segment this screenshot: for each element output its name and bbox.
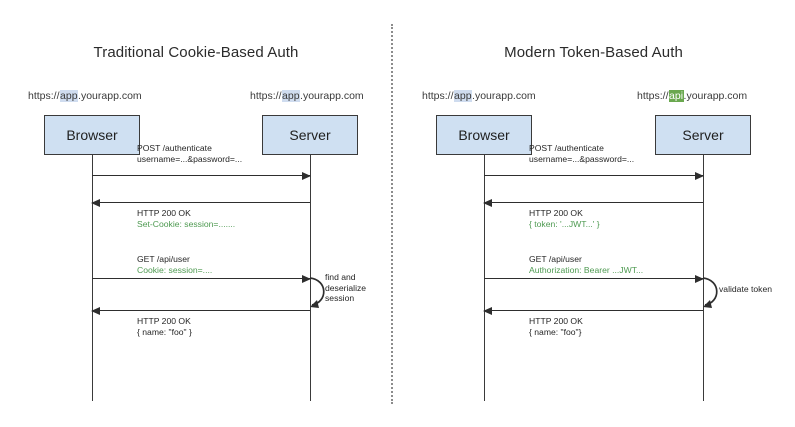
arrowhead-left-icon: [483, 198, 492, 207]
url-highlight-subdomain: app: [59, 90, 79, 102]
arrow-response-2-modern: [483, 306, 703, 315]
loop-line-3: session: [325, 293, 355, 304]
message-line-1: POST /authenticate: [137, 143, 212, 153]
arrow-request-1-modern: [484, 171, 704, 180]
message-line-1: GET /api/user: [137, 254, 190, 264]
message-label-1-modern: POST /authenticate username=...&password…: [529, 143, 634, 164]
arrowhead-left-icon: [91, 306, 100, 315]
panel-title-modern: Modern Token-Based Auth: [504, 44, 683, 61]
message-label-2-traditional: HTTP 200 OK Set-Cookie: session=.......: [137, 208, 235, 229]
actor-label: Server: [682, 127, 724, 143]
message-line-1: HTTP 200 OK: [137, 316, 191, 326]
message-line-2: { name: "foo"}: [529, 326, 582, 337]
message-label-3-traditional: GET /api/user Cookie: session=....: [137, 254, 212, 275]
actor-label: Browser: [458, 127, 510, 143]
url-suffix: .yourapp.com: [683, 90, 748, 102]
actor-box-server-modern: Server: [655, 115, 751, 155]
url-prefix: https://: [637, 90, 669, 102]
url-highlight-subdomain: app: [281, 90, 301, 102]
actor-label: Server: [289, 127, 331, 143]
url-label-server-left: https://app.yourapp.com: [250, 90, 364, 102]
message-label-4-traditional: HTTP 200 OK { name: "foo" }: [137, 316, 192, 337]
arrowhead-right-icon: [302, 171, 311, 180]
url-label-browser-right: https://app.yourapp.com: [422, 90, 536, 102]
message-line-2: Authorization: Bearer ...JWT...: [529, 264, 644, 275]
arrowhead-left-icon: [483, 306, 492, 315]
arrow-response-1-traditional: [91, 198, 310, 207]
arrow-request-2-modern: [484, 274, 704, 283]
self-loop-label-modern: validate token: [719, 284, 772, 295]
message-label-2-modern: HTTP 200 OK { token: '...JWT...' }: [529, 208, 600, 229]
actor-box-server-traditional: Server: [262, 115, 358, 155]
arrow-request-2-traditional: [92, 274, 311, 283]
panel-title-traditional: Traditional Cookie-Based Auth: [93, 44, 299, 61]
url-label-browser-left: https://app.yourapp.com: [28, 90, 142, 102]
arrow-response-1-modern: [483, 198, 703, 207]
self-loop-label-traditional: find and deserialize session: [325, 272, 366, 304]
actor-box-browser-traditional: Browser: [44, 115, 140, 155]
url-suffix: .yourapp.com: [300, 90, 364, 102]
message-label-3-modern: GET /api/user Authorization: Bearer ...J…: [529, 254, 643, 275]
url-label-server-right: https://api.yourapp.com: [637, 90, 747, 102]
message-line-1: HTTP 200 OK: [529, 208, 583, 218]
arrow-response-2-traditional: [91, 306, 310, 315]
arrowhead-left-icon: [91, 198, 100, 207]
self-loop-traditional: [308, 272, 336, 312]
self-loop-modern: [701, 272, 729, 312]
message-line-1: GET /api/user: [529, 254, 582, 264]
panel-modern-token-auth: Modern Token-Based Auth https://app.your…: [392, 0, 795, 427]
url-highlight-subdomain: app: [453, 90, 473, 102]
message-line-2: Cookie: session=....: [137, 264, 213, 275]
loop-line-1: find and: [325, 272, 356, 282]
message-line-1: POST /authenticate: [529, 143, 604, 153]
loop-line-2: deserialize: [325, 282, 367, 293]
actor-box-browser-modern: Browser: [436, 115, 532, 155]
arrowhead-right-icon: [695, 171, 704, 180]
url-prefix: https://: [422, 90, 454, 102]
url-prefix: https://: [28, 90, 60, 102]
url-suffix: .yourapp.com: [78, 90, 142, 102]
actor-label: Browser: [66, 127, 118, 143]
message-line-2: { name: "foo" }: [137, 326, 192, 337]
url-highlight-subdomain: api: [668, 90, 684, 102]
panel-divider: [391, 24, 393, 404]
message-label-4-modern: HTTP 200 OK { name: "foo"}: [529, 316, 583, 337]
arrowhead-right-icon: [695, 274, 704, 283]
url-prefix: https://: [250, 90, 282, 102]
message-line-2: username=...&password=...: [137, 153, 243, 164]
message-line-1: HTTP 200 OK: [137, 208, 191, 218]
panel-traditional-cookie-auth: Traditional Cookie-Based Auth https://ap…: [0, 0, 392, 427]
message-line-2: username=...&password=...: [529, 153, 635, 164]
url-suffix: .yourapp.com: [472, 90, 536, 102]
message-line-1: HTTP 200 OK: [529, 316, 583, 326]
message-line-2: { token: '...JWT...' }: [529, 218, 600, 229]
message-line-2: Set-Cookie: session=.......: [137, 218, 236, 229]
loop-line-1: validate token: [719, 284, 773, 294]
arrowhead-right-icon: [302, 274, 311, 283]
arrow-request-1-traditional: [92, 171, 311, 180]
message-label-1-traditional: POST /authenticate username=...&password…: [137, 143, 242, 164]
